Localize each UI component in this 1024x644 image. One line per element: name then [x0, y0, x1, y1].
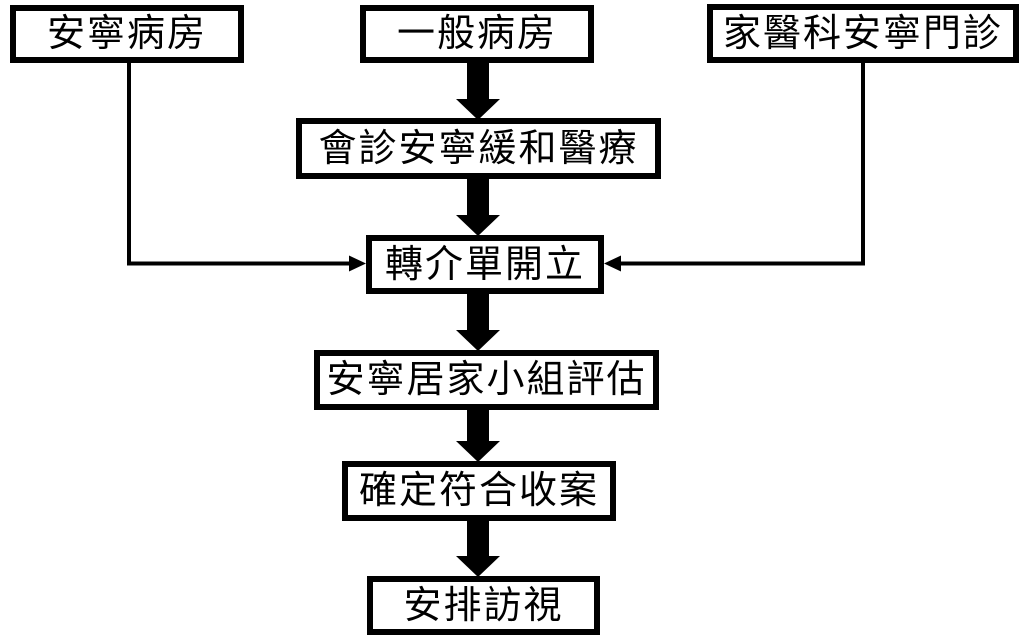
node-family-medicine-hospice-clinic-label: 家醫科安寧門診 [722, 10, 1003, 55]
node-home-care-team-assessment: 安寧居家小組評估 [314, 350, 659, 410]
arrowhead-left-icon [349, 255, 366, 272]
node-palliative-care-consult: 會診安寧緩和醫療 [296, 118, 661, 179]
node-hospice-ward-label: 安寧病房 [46, 11, 207, 55]
node-general-ward-label: 一般病房 [396, 11, 557, 55]
node-palliative-care-consult-label: 會診安寧緩和醫療 [318, 125, 639, 170]
node-confirm-case-acceptance: 確定符合收案 [342, 461, 616, 521]
node-hospice-ward: 安寧病房 [10, 5, 244, 63]
arrow-hospice-ward-to-referral [127, 60, 350, 266]
arrow-assessment-to-confirm [456, 406, 500, 462]
arrow-referral-to-assessment [456, 290, 500, 351]
node-arrange-visit-label: 安排訪視 [403, 582, 564, 627]
node-arrange-visit: 安排訪視 [367, 576, 600, 635]
arrowhead-right-icon [604, 255, 621, 272]
arrow-confirm-to-visit [456, 517, 500, 577]
node-referral-form-issued: 轉介單開立 [366, 235, 604, 294]
node-confirm-case-acceptance-label: 確定符合收案 [358, 468, 599, 512]
arrow-consult-to-referral [456, 175, 500, 236]
node-family-medicine-hospice-clinic: 家醫科安寧門診 [707, 4, 1019, 63]
node-referral-form-issued-label: 轉介單開立 [384, 241, 585, 286]
node-home-care-team-assessment-label: 安寧居家小組評估 [326, 357, 647, 401]
node-general-ward: 一般病房 [360, 5, 594, 63]
arrow-family-clinic-to-referral [620, 60, 865, 266]
arrow-general-ward-to-consult [456, 58, 500, 120]
